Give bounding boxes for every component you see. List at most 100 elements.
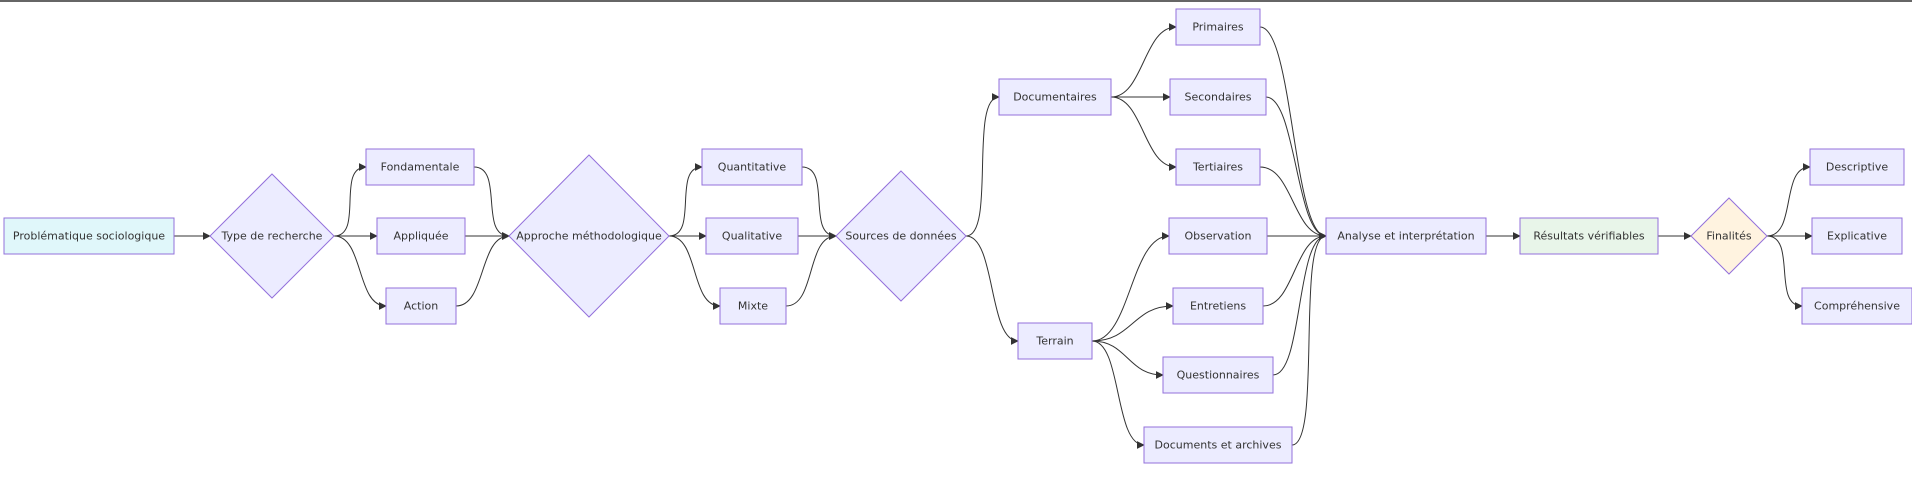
node-terrain-box (1017, 322, 1093, 360)
node-resultats-label: Résultats vérifiables (1533, 230, 1645, 243)
edge-mixte-to-sources (785, 232, 837, 307)
node-sources-diamond (835, 170, 967, 302)
node-approche[interactable]: Approche méthodologique (508, 154, 670, 318)
node-sources-label: Sources de données (845, 230, 956, 243)
node-descr-label: Descriptive (1826, 161, 1888, 174)
edge-sources-to-doc (965, 93, 1000, 237)
edge-action-to-approche (455, 232, 510, 307)
node-sec-label: Secondaires (1184, 91, 1251, 104)
node-type[interactable]: Type de recherche (209, 173, 335, 299)
edge-terrain-to-archives (1091, 340, 1145, 449)
edge-fond-to-approche (473, 166, 510, 240)
node-qual[interactable]: Qualitative (705, 217, 799, 255)
edges-layer (174, 23, 1813, 449)
node-sources[interactable]: Sources de données (835, 170, 967, 302)
node-sec-box (1169, 78, 1267, 116)
edge-entr-to-analyse (1262, 232, 1327, 307)
edge-archives-to-analyse (1291, 232, 1327, 446)
node-fond-box (365, 148, 475, 186)
node-descr-box (1809, 148, 1905, 186)
edge-terrain-to-entr (1091, 302, 1174, 342)
node-type-label: Type de recherche (221, 230, 323, 243)
node-archives[interactable]: Documents et archives (1143, 426, 1293, 464)
node-obs-label: Observation (1185, 230, 1252, 243)
edge-approche-to-quant (668, 163, 703, 237)
edge-doc-to-prim (1110, 23, 1177, 98)
edge-sources-to-terrain (965, 235, 1019, 345)
node-appl-box (376, 217, 466, 255)
node-approche-label: Approche méthodologique (516, 230, 662, 243)
node-final[interactable]: Finalités (1690, 197, 1768, 275)
node-tert[interactable]: Tertiaires (1175, 148, 1261, 186)
edge-approche-to-mixte (668, 235, 721, 310)
edge-sec-to-analyse (1265, 96, 1327, 240)
node-archives-label: Documents et archives (1155, 439, 1282, 452)
node-quest[interactable]: Questionnaires (1162, 356, 1274, 394)
node-fond-label: Fondamentale (381, 161, 460, 174)
node-archives-box (1143, 426, 1293, 464)
node-terrain-label: Terrain (1035, 335, 1073, 348)
node-type-diamond (209, 173, 335, 299)
node-compr-box (1801, 287, 1912, 325)
node-compr[interactable]: Compréhensive (1801, 287, 1912, 325)
node-quest-label: Questionnaires (1177, 369, 1260, 382)
node-final-label: Finalités (1706, 230, 1751, 243)
edge-quant-to-sources (801, 166, 837, 240)
node-doc-label: Documentaires (1013, 91, 1097, 104)
node-sec[interactable]: Secondaires (1169, 78, 1267, 116)
edge-prim-to-analyse (1259, 26, 1327, 240)
node-analyse-label: Analyse et interprétation (1337, 230, 1474, 243)
node-doc[interactable]: Documentaires (998, 78, 1112, 116)
edge-tert-to-analyse (1259, 166, 1327, 240)
edge-type-to-fond (333, 163, 367, 237)
edge-terrain-to-obs (1091, 232, 1170, 342)
node-obs-box (1168, 217, 1268, 255)
node-doc-box (998, 78, 1112, 116)
node-appl[interactable]: Appliquée (376, 217, 466, 255)
node-entr-box (1172, 287, 1264, 325)
node-prob-label: Problématique sociologique (13, 230, 165, 243)
node-fond[interactable]: Fondamentale (365, 148, 475, 186)
node-descr[interactable]: Descriptive (1809, 148, 1905, 186)
node-quant-box (701, 148, 803, 186)
edge-terrain-to-quest (1091, 340, 1164, 379)
node-qual-box (705, 217, 799, 255)
node-quant-label: Quantitative (718, 161, 787, 174)
node-prob-box (3, 217, 175, 255)
node-obs[interactable]: Observation (1168, 217, 1268, 255)
top-border (0, 0, 1912, 2)
node-qual-label: Qualitative (722, 230, 782, 243)
node-prim[interactable]: Primaires (1175, 8, 1261, 46)
node-expl-box (1811, 217, 1903, 255)
node-entr[interactable]: Entretiens (1172, 287, 1264, 325)
node-action[interactable]: Action (385, 287, 457, 325)
node-terrain[interactable]: Terrain (1017, 322, 1093, 360)
node-mixte-box (719, 287, 787, 325)
node-prob[interactable]: Problématique sociologique (3, 217, 175, 255)
edge-final-to-descr (1766, 163, 1811, 237)
node-quant[interactable]: Quantitative (701, 148, 803, 186)
node-analyse-box (1325, 217, 1487, 255)
node-expl-label: Explicative (1827, 230, 1887, 243)
node-appl-label: Appliquée (393, 230, 448, 243)
node-mixte[interactable]: Mixte (719, 287, 787, 325)
edge-final-to-compr (1766, 235, 1803, 310)
nodes-layer: Problématique sociologique Type de recher… (3, 8, 1912, 464)
node-prim-box (1175, 8, 1261, 46)
node-approche-diamond (508, 154, 670, 318)
edge-doc-to-tert (1110, 96, 1177, 171)
node-expl[interactable]: Explicative (1811, 217, 1903, 255)
node-resultats-box (1519, 217, 1659, 255)
node-analyse[interactable]: Analyse et interprétation (1325, 217, 1487, 255)
node-tert-box (1175, 148, 1261, 186)
node-action-box (385, 287, 457, 325)
node-quest-box (1162, 356, 1274, 394)
edge-type-to-action (333, 235, 387, 310)
node-prim-label: Primaires (1192, 21, 1244, 34)
node-entr-label: Entretiens (1190, 300, 1246, 313)
node-mixte-label: Mixte (738, 300, 768, 313)
edge-quest-to-analyse (1272, 232, 1327, 376)
node-final-diamond (1690, 197, 1768, 275)
node-resultats[interactable]: Résultats vérifiables (1519, 217, 1659, 255)
